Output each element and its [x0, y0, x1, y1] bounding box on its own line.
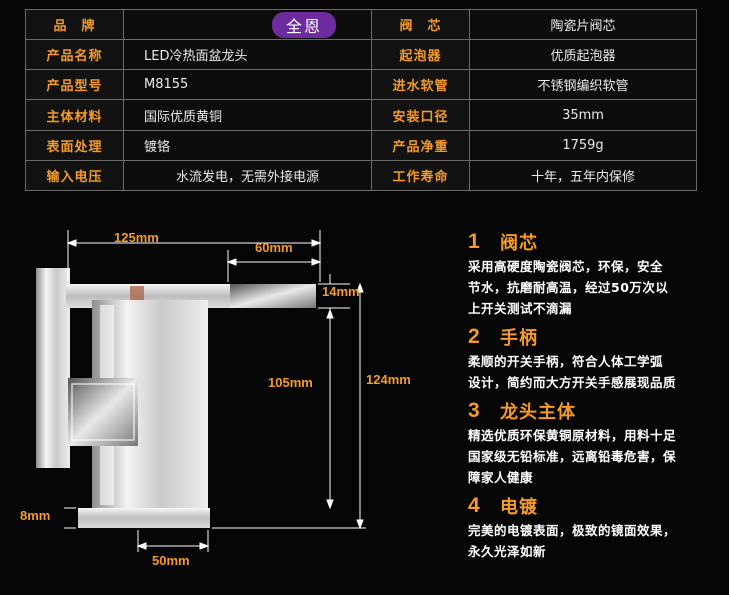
feature-description: 精选优质环保黄铜原材料，用料十足 国家级无铅标准，远离铅毒危害，保 障家人健康 — [468, 425, 726, 488]
spec-label: 起泡器 — [371, 39, 470, 71]
faucet-dimension-diagram: 125mm 60mm 14mm 105mm 124mm 8mm 50mm — [0, 200, 460, 595]
dim-label-spout-length: 60mm — [255, 240, 293, 255]
feature-line: 国家级无铅标准，远离铅毒危害，保 — [468, 449, 677, 464]
feature-title: 电镀 — [500, 497, 538, 518]
feature-list: 1 阀芯 采用高硬度陶瓷阀芯，环保，安全 节水，抗磨耐高温，经过50万次以 上开… — [468, 228, 726, 566]
spec-label: 产品净重 — [371, 129, 470, 161]
spec-row: 产品型号 M8155 进水软管 不锈钢编织软管 — [25, 69, 697, 101]
feature-line: 永久光泽如新 — [468, 544, 547, 559]
spec-label: 工作寿命 — [371, 159, 470, 192]
feature-title: 手柄 — [500, 328, 538, 349]
feature-line: 节水，抗磨耐高温，经过50万次以 — [468, 280, 669, 295]
spec-table: 品 牌 全恩 阀 芯 陶瓷片阀芯 产品名称 LED冷热面盆龙头 起泡器 优质起泡… — [25, 8, 697, 192]
spec-value: 陶瓷片阀芯 — [469, 8, 697, 41]
feature-line: 采用高硬度陶瓷阀芯，环保，安全 — [468, 259, 664, 274]
feature-item: 3 龙头主体 精选优质环保黄铜原材料，用料十足 国家级无铅标准，远离铅毒危害，保… — [468, 397, 726, 488]
feature-heading: 2 手柄 — [468, 323, 726, 351]
handle-edge — [71, 383, 135, 441]
feature-line: 柔顺的开关手柄，符合人体工学弧 — [468, 354, 664, 369]
spec-label: 产品名称 — [25, 39, 124, 71]
feature-heading: 4 电镀 — [468, 492, 726, 520]
feature-number: 4 — [468, 494, 480, 517]
spec-value: 优质起泡器 — [469, 39, 697, 71]
feature-number: 1 — [468, 230, 480, 253]
feature-heading: 1 阀芯 — [468, 228, 726, 256]
feature-line: 设计，简约而大方开关手感展现品质 — [468, 375, 677, 390]
spec-value: 不锈钢编织软管 — [469, 69, 697, 101]
spec-label: 进水软管 — [371, 69, 470, 101]
handle-back — [36, 268, 70, 468]
arrow — [326, 499, 334, 510]
feature-item: 2 手柄 柔顺的开关手柄，符合人体工学弧 设计，简约而大方开关手感展现品质 — [468, 323, 726, 393]
spec-label: 安装口径 — [371, 99, 470, 131]
spec-label: 表面处理 — [25, 129, 124, 161]
spec-label: 品 牌 — [25, 8, 124, 41]
dimension-lines — [64, 230, 366, 552]
faucet-drawing — [36, 230, 366, 552]
spec-row: 表面处理 镀铬 产品净重 1759g — [25, 129, 697, 161]
arrow — [226, 258, 237, 266]
spec-value: M8155 — [123, 69, 372, 101]
arrow — [199, 542, 210, 550]
feature-description: 完美的电镀表面，极致的镜面效果， 永久光泽如新 — [468, 520, 726, 562]
feature-line: 上开关测试不滴漏 — [468, 301, 573, 316]
arrow — [356, 519, 364, 530]
arrow — [311, 258, 322, 266]
spec-value: 十年，五年内保修 — [469, 159, 697, 192]
arrow — [66, 239, 77, 247]
dim-label-top-length: 125mm — [114, 230, 159, 245]
feature-title: 阀芯 — [500, 233, 538, 254]
feature-title: 龙头主体 — [500, 402, 576, 423]
feature-line: 障家人健康 — [468, 470, 534, 485]
arrow — [326, 308, 334, 319]
brand-cell: 全恩 — [123, 8, 372, 41]
feature-description: 柔顺的开关手柄，符合人体工学弧 设计，简约而大方开关手感展现品质 — [468, 351, 726, 393]
arrow — [311, 239, 322, 247]
feature-number: 2 — [468, 325, 480, 348]
feature-line: 精选优质环保黄铜原材料，用料十足 — [468, 428, 677, 443]
arrow — [356, 282, 364, 293]
dim-label-spout-clearance: 105mm — [268, 375, 313, 390]
spec-label: 产品型号 — [25, 69, 124, 101]
spec-row: 品 牌 全恩 阀 芯 陶瓷片阀芯 — [25, 8, 697, 41]
arrow — [136, 542, 147, 550]
dim-label-base-width: 50mm — [152, 553, 190, 568]
feature-heading: 3 龙头主体 — [468, 397, 726, 425]
spec-label: 阀 芯 — [371, 8, 470, 41]
base-plate — [78, 508, 210, 528]
spec-value: 35mm — [469, 99, 697, 131]
spec-row: 产品名称 LED冷热面盆龙头 起泡器 优质起泡器 — [25, 39, 697, 71]
feature-description: 采用高硬度陶瓷阀芯，环保，安全 节水，抗磨耐高温，经过50万次以 上开关测试不滴… — [468, 256, 726, 319]
spec-row: 主体材料 国际优质黄铜 安装口径 35mm — [25, 99, 697, 131]
feature-line: 完美的电镀表面，极致的镜面效果， — [468, 523, 677, 538]
spec-row: 输入电压 水流发电，无需外接电源 工作寿命 十年，五年内保修 — [25, 159, 697, 192]
dim-label-total-height: 124mm — [366, 372, 411, 387]
spec-value: LED冷热面盆龙头 — [123, 39, 372, 71]
spec-label: 主体材料 — [25, 99, 124, 131]
spec-value: 水流发电，无需外接电源 — [123, 159, 372, 192]
feature-item: 1 阀芯 采用高硬度陶瓷阀芯，环保，安全 节水，抗磨耐高温，经过50万次以 上开… — [468, 228, 726, 319]
brand-badge: 全恩 — [272, 11, 337, 38]
faucet-body — [36, 268, 316, 528]
dim-label-base-height: 8mm — [20, 508, 51, 523]
spec-value: 1759g — [469, 129, 697, 161]
spec-value: 镀铬 — [123, 129, 372, 161]
feature-item: 4 电镀 完美的电镀表面，极致的镜面效果， 永久光泽如新 — [468, 492, 726, 562]
spec-value: 国际优质黄铜 — [123, 99, 372, 131]
handle-lever — [68, 378, 138, 446]
spec-label: 输入电压 — [25, 159, 124, 192]
feature-number: 3 — [468, 399, 480, 422]
dim-label-spout-height: 14mm — [322, 284, 360, 299]
spout-end — [230, 284, 316, 308]
